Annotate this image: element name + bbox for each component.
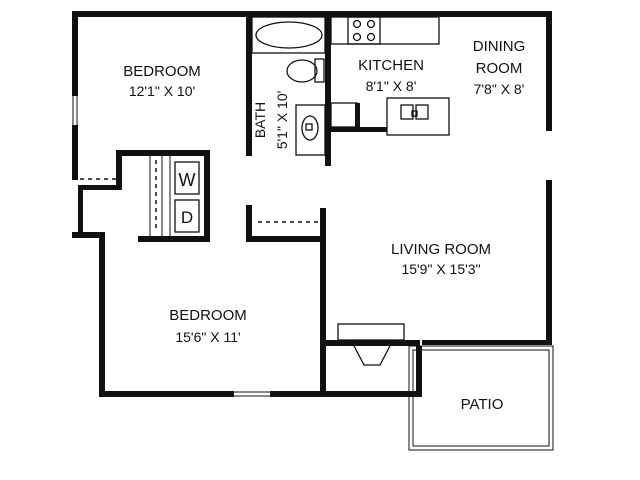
living-name: LIVING ROOM <box>391 241 491 258</box>
openings <box>80 160 320 232</box>
bedroom-1-size: 12'1" X 10' <box>129 83 195 99</box>
kitchen-counter-top <box>330 16 440 45</box>
dining-name-line1: DINING <box>473 38 526 55</box>
bath-name: BATH <box>252 102 268 138</box>
bedroom-2-name: BEDROOM <box>169 307 247 324</box>
room-bath: BATH 5'1" X 10' <box>252 91 290 150</box>
fireplace <box>337 323 405 366</box>
bath-size: 5'1" X 10' <box>274 91 290 150</box>
window-left <box>72 96 78 125</box>
laundry-closet <box>149 156 171 236</box>
interior-walls <box>78 11 387 340</box>
room-kitchen: KITCHEN 8'1" X 8' <box>358 57 424 94</box>
bathtub <box>251 16 326 54</box>
window-bottom <box>234 391 270 397</box>
washer: W <box>174 161 200 195</box>
refrigerator-space <box>330 102 358 128</box>
bath-vanity <box>295 104 326 156</box>
kitchen-name: KITCHEN <box>358 57 424 74</box>
dining-size: 7'8" X 8' <box>474 81 525 97</box>
washer-label: W <box>179 170 196 190</box>
room-dining: DINING ROOM 7'8" X 8' <box>473 38 526 97</box>
dryer-label: D <box>181 208 193 227</box>
patio-name: PATIO <box>461 396 504 413</box>
stove-icon <box>347 16 381 45</box>
patio-outline <box>408 345 554 451</box>
dining-name-line2: ROOM <box>476 60 523 77</box>
room-living: LIVING ROOM 15'9" X 15'3" <box>391 241 491 277</box>
kitchen-size: 8'1" X 8' <box>366 78 417 94</box>
dryer: D <box>174 199 200 233</box>
kitchen-sink <box>386 97 450 136</box>
bedroom-2-size: 15'6" X 11' <box>175 329 240 345</box>
exterior-walls <box>72 11 552 397</box>
bedroom-1-name: BEDROOM <box>123 63 201 80</box>
living-size: 15'9" X 15'3" <box>401 261 480 277</box>
room-patio: PATIO <box>461 396 504 413</box>
room-bedroom-2: BEDROOM 15'6" X 11' <box>169 307 247 345</box>
room-bedroom-1: BEDROOM 12'1" X 10' <box>123 63 201 99</box>
toilet <box>286 58 325 83</box>
